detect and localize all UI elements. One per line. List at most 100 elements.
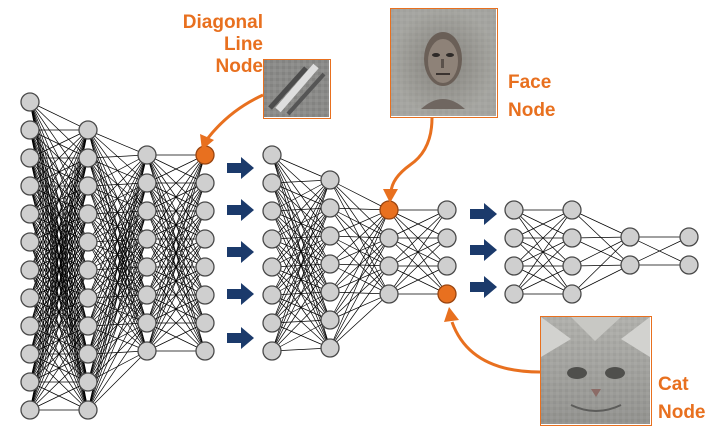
face-node-label: Face Node — [508, 72, 556, 122]
network-1-edge — [87, 238, 148, 411]
network-1-node — [195, 285, 215, 305]
network-1-edge — [87, 154, 148, 327]
network-1-edge — [87, 154, 148, 243]
network-1-node — [78, 148, 98, 168]
network-1-edge — [29, 129, 89, 243]
transition-arrows — [227, 157, 497, 349]
diagonal-label-line3: Node — [215, 56, 264, 77]
network-1-node — [137, 285, 157, 305]
network-1-edge — [87, 266, 148, 411]
network-1-edge — [146, 182, 206, 352]
network-1-node — [195, 313, 215, 333]
network-3-edge — [513, 209, 573, 239]
network-2-node — [320, 310, 340, 330]
network-1-node — [78, 176, 98, 196]
network-2-edge — [271, 263, 331, 352]
network-1-edge — [146, 154, 206, 324]
network-2-node — [262, 285, 282, 305]
network-1-node — [195, 341, 215, 361]
network-3-node — [504, 256, 524, 276]
network-1-node — [78, 232, 98, 252]
network-1-edge — [146, 154, 206, 184]
network-2-node — [262, 145, 282, 165]
network-3-node — [679, 255, 699, 275]
right-arrow-icon — [470, 276, 497, 298]
network-1-edge — [29, 129, 89, 215]
network-2-node — [262, 229, 282, 249]
network-1-edge — [29, 129, 89, 411]
diagonal-line-node-label: Diagonal Line Node — [135, 12, 263, 78]
network-1-edge — [29, 101, 89, 131]
network-1-edge — [87, 350, 148, 411]
network-1-highlight-node — [195, 145, 215, 165]
network-1-node — [78, 316, 98, 336]
network-2-edge — [329, 209, 390, 349]
diagonal-label-line2: Line — [223, 34, 263, 55]
network-2-edge — [271, 154, 331, 181]
cat-thumbnail — [540, 316, 652, 426]
network-1-node — [195, 229, 215, 249]
network-3-edge — [513, 209, 573, 267]
network-2-edge — [271, 179, 331, 184]
network-1-edge — [87, 322, 148, 411]
network-3-node — [562, 200, 582, 220]
network-2-edge — [329, 179, 390, 211]
network-2-edge — [271, 179, 331, 352]
annotation-curves — [200, 93, 541, 374]
network-3-edge — [513, 237, 573, 295]
network-1-edge — [146, 238, 206, 352]
network-1-edge — [87, 154, 148, 187]
network-2-edge — [271, 179, 331, 240]
network-2-edge — [271, 347, 331, 352]
network-2-node — [262, 313, 282, 333]
diagonal-annotation-arrow-head — [200, 134, 214, 150]
network-3-edge — [513, 265, 573, 295]
network-1-edge — [29, 297, 89, 411]
network-1-edge — [146, 294, 206, 352]
network-1-edge — [29, 129, 89, 383]
network-1-node — [78, 288, 98, 308]
network-3-node — [620, 255, 640, 275]
network-1-node — [20, 92, 40, 112]
network-2-node — [320, 282, 340, 302]
network-2-edge — [271, 235, 331, 352]
network-2-edge — [329, 209, 390, 321]
network-2-node — [379, 228, 399, 248]
face-thumbnail — [390, 8, 498, 118]
network-1-edge — [87, 210, 148, 411]
network-2-node — [437, 256, 457, 276]
network-3-node — [620, 227, 640, 247]
network-1-edge — [146, 154, 206, 268]
network-1-edge — [87, 154, 148, 271]
network-3-edge — [571, 236, 631, 239]
network-1-node — [137, 145, 157, 165]
network-2-edge — [329, 293, 390, 349]
network-2-edge — [388, 265, 448, 295]
network-2-node — [437, 228, 457, 248]
network-1-node — [20, 316, 40, 336]
face-image — [391, 9, 496, 116]
network-1-node — [137, 341, 157, 361]
network-1-node — [137, 257, 157, 277]
network-3-node — [562, 228, 582, 248]
network-1-node — [78, 400, 98, 420]
cat-label-line2: Node — [658, 402, 706, 423]
right-arrow-icon — [227, 157, 254, 179]
network-1-edge — [29, 129, 89, 159]
network-1-node — [195, 173, 215, 193]
network-1-node — [78, 260, 98, 280]
network-1-node — [20, 372, 40, 392]
diagonal-line-thumbnail — [263, 59, 331, 119]
network-2-node — [320, 254, 340, 274]
network-2-edge — [388, 209, 448, 239]
network-1-node — [137, 313, 157, 333]
network-2-edge — [388, 237, 448, 295]
network-2-edge — [388, 209, 448, 267]
cat-image — [541, 317, 650, 424]
network-2-node — [379, 256, 399, 276]
network-2-edge — [329, 209, 390, 265]
cat-label-line1: Cat — [658, 374, 689, 395]
right-arrow-icon — [470, 239, 497, 261]
network-1-node — [137, 173, 157, 193]
